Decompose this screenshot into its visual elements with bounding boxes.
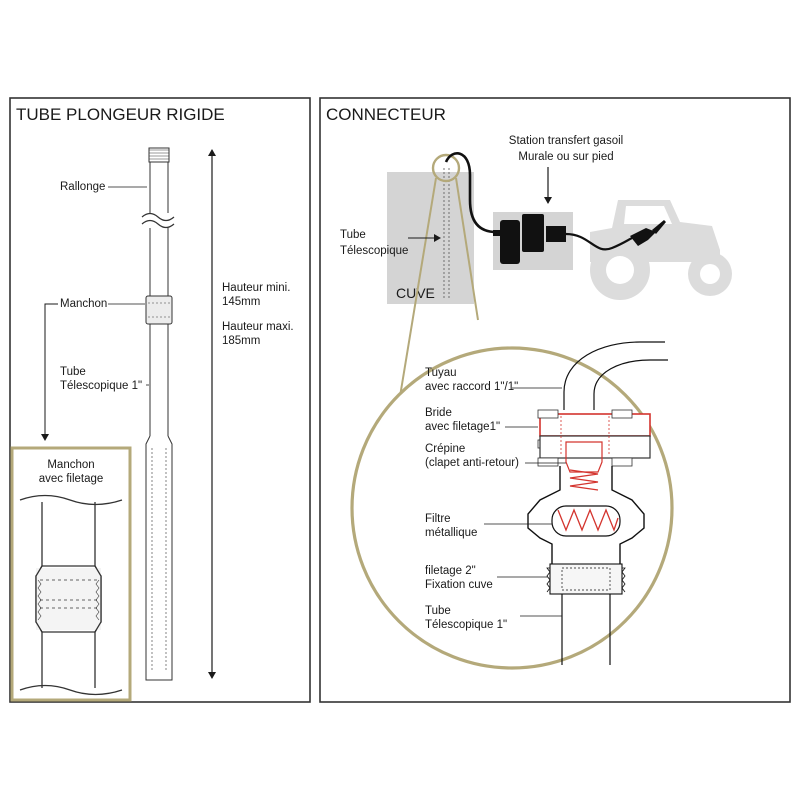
crepine-valve (565, 441, 603, 491)
label-filtre-2: métallique (425, 527, 477, 539)
label-hauteur-maxi-2: 185mm (222, 335, 260, 347)
label-tube-2: Télescopique 1" (60, 380, 142, 392)
label-manchon: Manchon (60, 298, 107, 310)
manchon-sleeve (145, 295, 173, 325)
left-panel-frame (9, 97, 311, 703)
label-tube-telescopique-2: Télescopique (340, 245, 408, 257)
pump-unit (493, 214, 566, 264)
label-hauteur-mini-1: Hauteur mini. (222, 282, 290, 294)
label-tuyau-1: Tuyau (425, 367, 457, 379)
label-crepine-1: Crépine (425, 443, 465, 455)
label-rallonge: Rallonge (60, 181, 105, 193)
label-tube-telescopique-detail-1: Tube (425, 605, 451, 617)
bride-flange (537, 409, 651, 467)
right-panel-frame (319, 97, 791, 703)
filetage-thread (546, 563, 626, 595)
left-panel-title: TUBE PLONGEUR RIGIDE (16, 105, 225, 124)
inset-title-1: Manchon (47, 459, 94, 471)
label-bride-2: avec filetage1" (425, 421, 500, 433)
label-hauteur-maxi-1: Hauteur maxi. (222, 321, 294, 333)
right-panel-title: CONNECTEUR (326, 105, 446, 124)
inset-title-2: avec filetage (39, 473, 104, 485)
label-cuve: CUVE (396, 285, 435, 301)
label-crepine-2: (clapet anti-retour) (425, 457, 519, 469)
label-filetage-2: Fixation cuve (425, 579, 493, 591)
manchon-inset: Manchon avec filetage (10, 446, 132, 702)
label-tube-1: Tube (60, 366, 86, 378)
label-hauteur-mini-2: 145mm (222, 296, 260, 308)
label-tuyau-2: avec raccord 1"/1" (425, 381, 518, 393)
rigid-tube (141, 147, 175, 681)
nozzle-hose (565, 232, 633, 251)
label-station-1: Station transfert gasoil (509, 135, 623, 147)
connector-body (527, 466, 645, 564)
label-filetage-1: filetage 2" (425, 565, 476, 577)
label-tube-telescopique-1: Tube (340, 229, 366, 241)
label-tube-telescopique-detail-2: Télescopique 1" (425, 619, 507, 631)
detail-circle-small (431, 153, 461, 183)
label-bride-1: Bride (425, 407, 452, 419)
manchon-pointer-arrow (41, 303, 58, 441)
nozzle-icon (630, 220, 666, 246)
filtre-metallique (551, 505, 621, 537)
left-panel: TUBE PLONGEUR RIGIDE (9, 97, 311, 703)
detail-circle-large: Tuyau avec raccord 1"/1" Bride avec file… (350, 341, 674, 670)
tank-telescopic-tube (443, 168, 450, 300)
label-station-2: Murale ou sur pied (518, 151, 613, 163)
right-panel: CONNECTEUR CUVE (319, 97, 791, 703)
label-filtre-1: Filtre (425, 513, 451, 525)
hose (444, 152, 497, 234)
